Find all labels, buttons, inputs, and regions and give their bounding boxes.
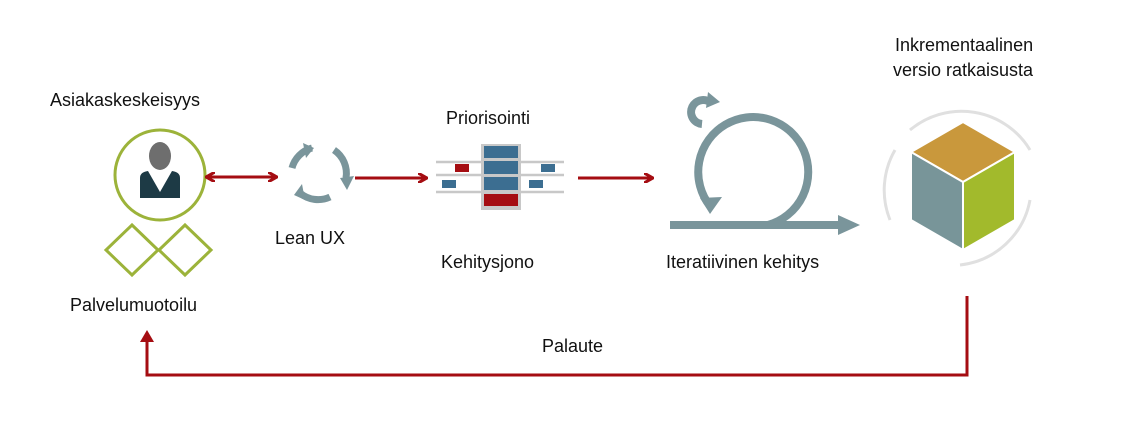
- label-customer: Asiakaskeskeisyys: [50, 90, 201, 110]
- increment-cube-icon: [882, 109, 1032, 267]
- feedback-arrowhead: [140, 330, 154, 342]
- iterative-cycle-icon: [670, 92, 860, 235]
- label-increment-1: Inkrementaalinen: [895, 35, 1034, 55]
- label-increment-2: versio ratkaisusta: [893, 60, 1034, 80]
- label-prioritization: Priorisointi: [446, 108, 531, 128]
- label-feedback: Palaute: [542, 336, 604, 356]
- customer-icon: [113, 128, 207, 222]
- label-backlog: Kehitysjono: [441, 252, 535, 272]
- label-service-design: Palvelumuotoilu: [70, 295, 198, 315]
- label-lean-ux: Lean UX: [275, 228, 346, 248]
- backlog-icon: [436, 144, 564, 210]
- lean-ux-cycle-icon: [288, 143, 354, 204]
- label-iterative: Iteratiivinen kehitys: [666, 252, 820, 272]
- feedback-arrow: [145, 296, 969, 377]
- service-design-icon: [103, 222, 214, 278]
